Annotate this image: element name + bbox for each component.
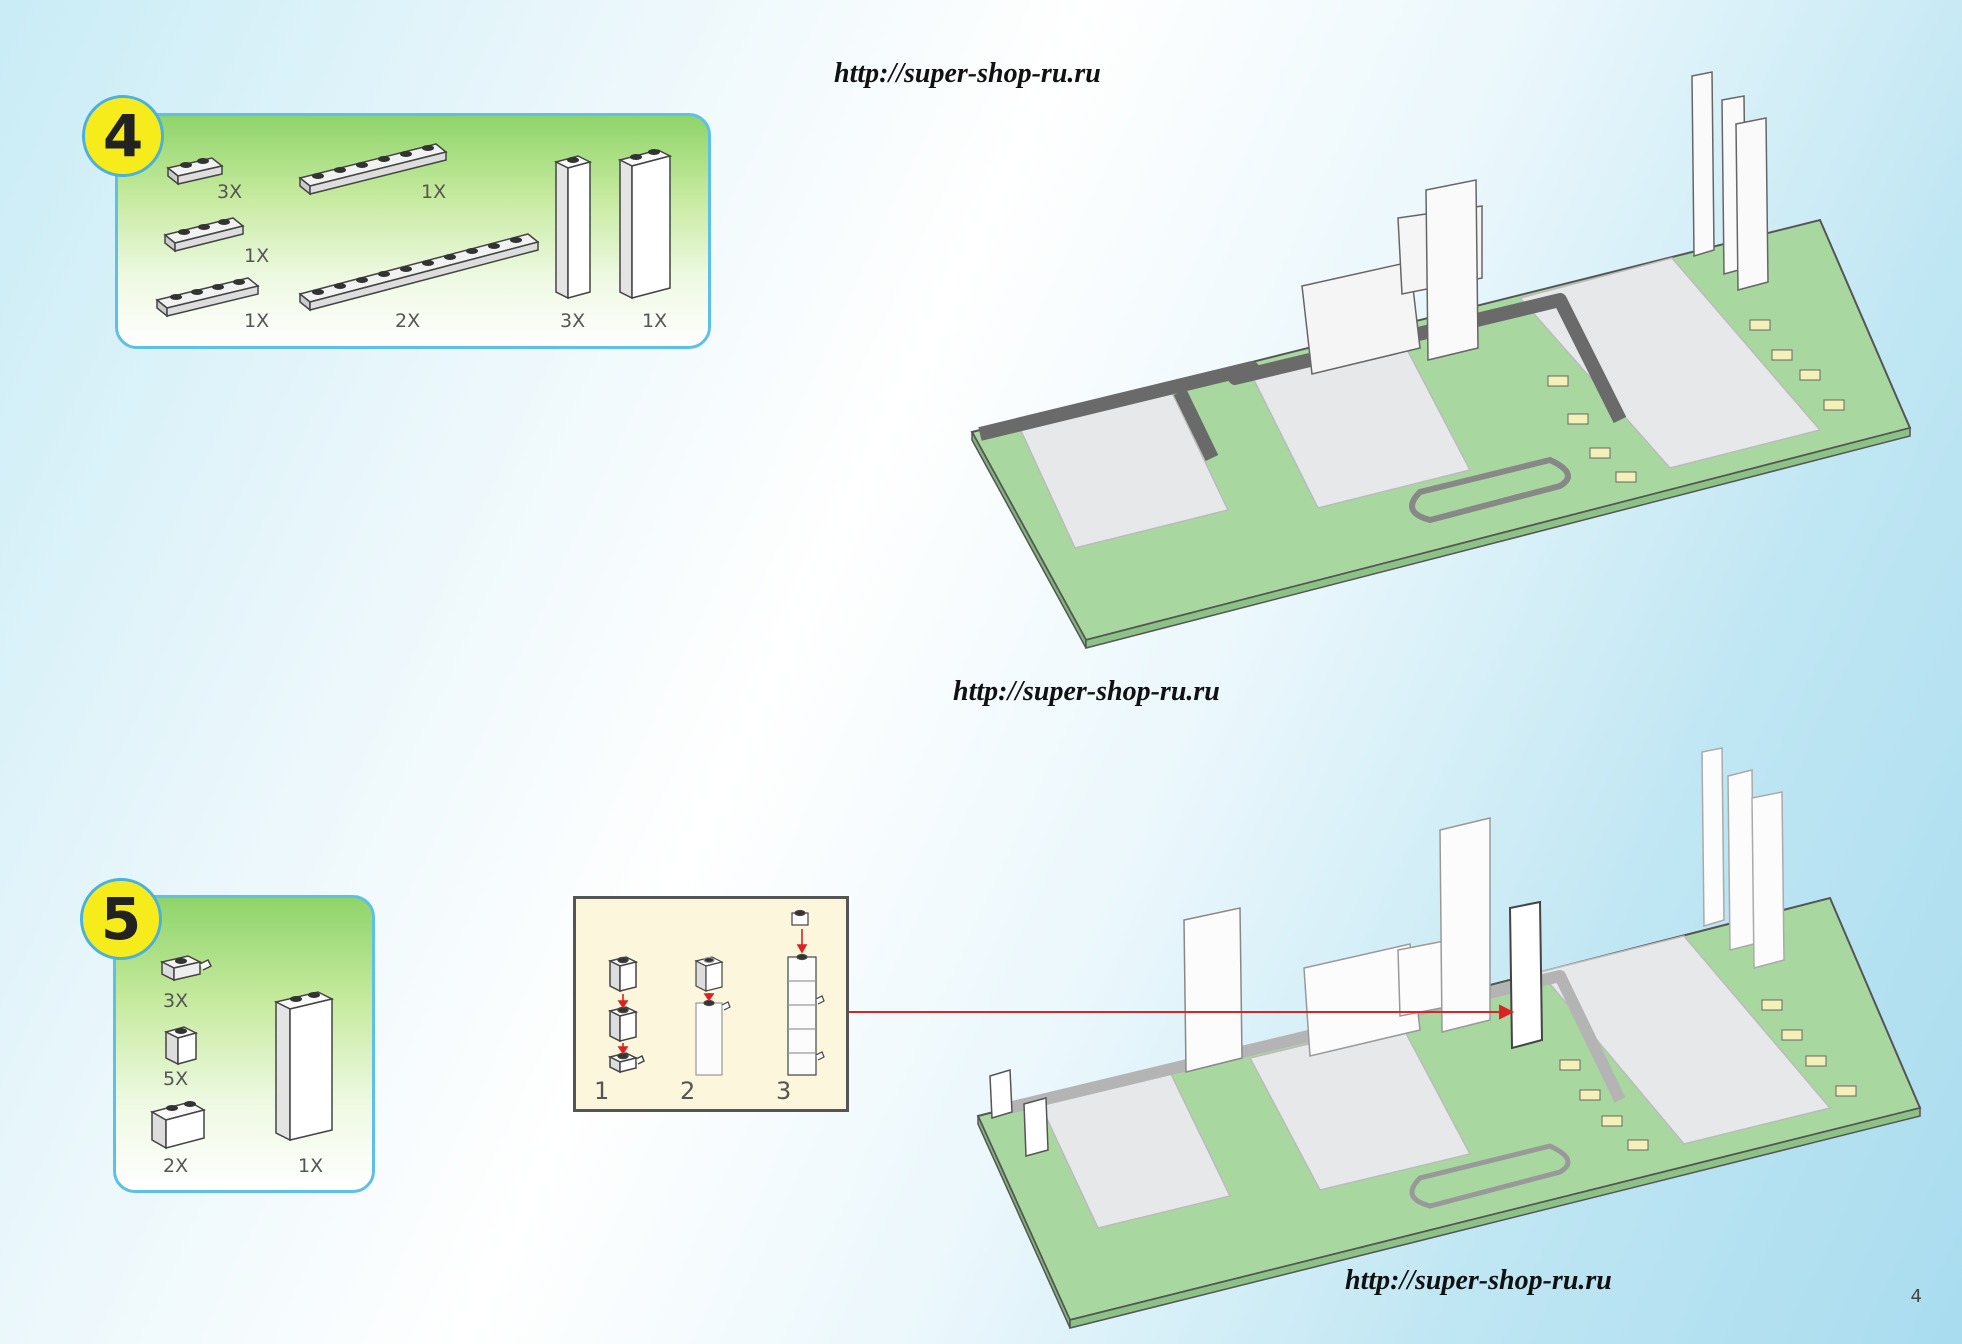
sub-assembly-step-2-art	[694, 956, 731, 1076]
plate-1x3-icon	[163, 217, 245, 253]
qty-label: 1X	[642, 310, 668, 332]
placement-arrow	[849, 1004, 1515, 1020]
qty-label: 1X	[244, 245, 270, 267]
step-4-badge: 4	[82, 95, 164, 177]
sub-assembly-detail-box: 1 2 3	[573, 896, 849, 1112]
plate-1x4-icon	[155, 277, 260, 318]
watermark-url-top: http://super-shop-ru.ru	[834, 58, 1101, 89]
qty-label: 1X	[244, 310, 270, 332]
clip-brick-icon	[159, 955, 213, 982]
sub-assembly-art	[607, 909, 825, 1076]
sub-assembly-step-label: 1	[594, 1077, 610, 1105]
column-1x2x5-icon	[273, 991, 335, 1142]
column-1x1x5-icon	[553, 155, 593, 300]
placement-arrows	[617, 929, 808, 1055]
sub-assembly-step-label: 3	[776, 1077, 792, 1105]
qty-label: 3X	[217, 181, 243, 203]
sub-assembly-step-1-art	[607, 956, 645, 1074]
qty-label: 2X	[163, 1155, 189, 1177]
plate-1x6-icon	[298, 143, 448, 196]
step-5-badge: 5	[80, 878, 162, 960]
watermark-url-bottom: http://super-shop-ru.ru	[1345, 1265, 1612, 1296]
column-1x2x5-icon	[617, 149, 673, 300]
plate-1x2-icon	[166, 157, 224, 186]
qty-label: 2X	[395, 310, 421, 332]
qty-label: 1X	[298, 1155, 324, 1177]
sub-assembly-step-3-art	[787, 909, 825, 1076]
watermark-url-middle: http://super-shop-ru.ru	[953, 676, 1220, 707]
qty-label: 3X	[163, 990, 189, 1012]
brick-1x2-icon	[150, 1101, 206, 1150]
qty-label: 1X	[421, 181, 447, 203]
qty-label: 3X	[560, 310, 586, 332]
plate-1x10-icon	[298, 233, 540, 312]
sub-assembly-step-label: 2	[680, 1077, 696, 1105]
brick-1x1-icon	[163, 1026, 199, 1066]
qty-label: 5X	[163, 1068, 189, 1090]
page-number: 4	[1910, 1286, 1922, 1307]
